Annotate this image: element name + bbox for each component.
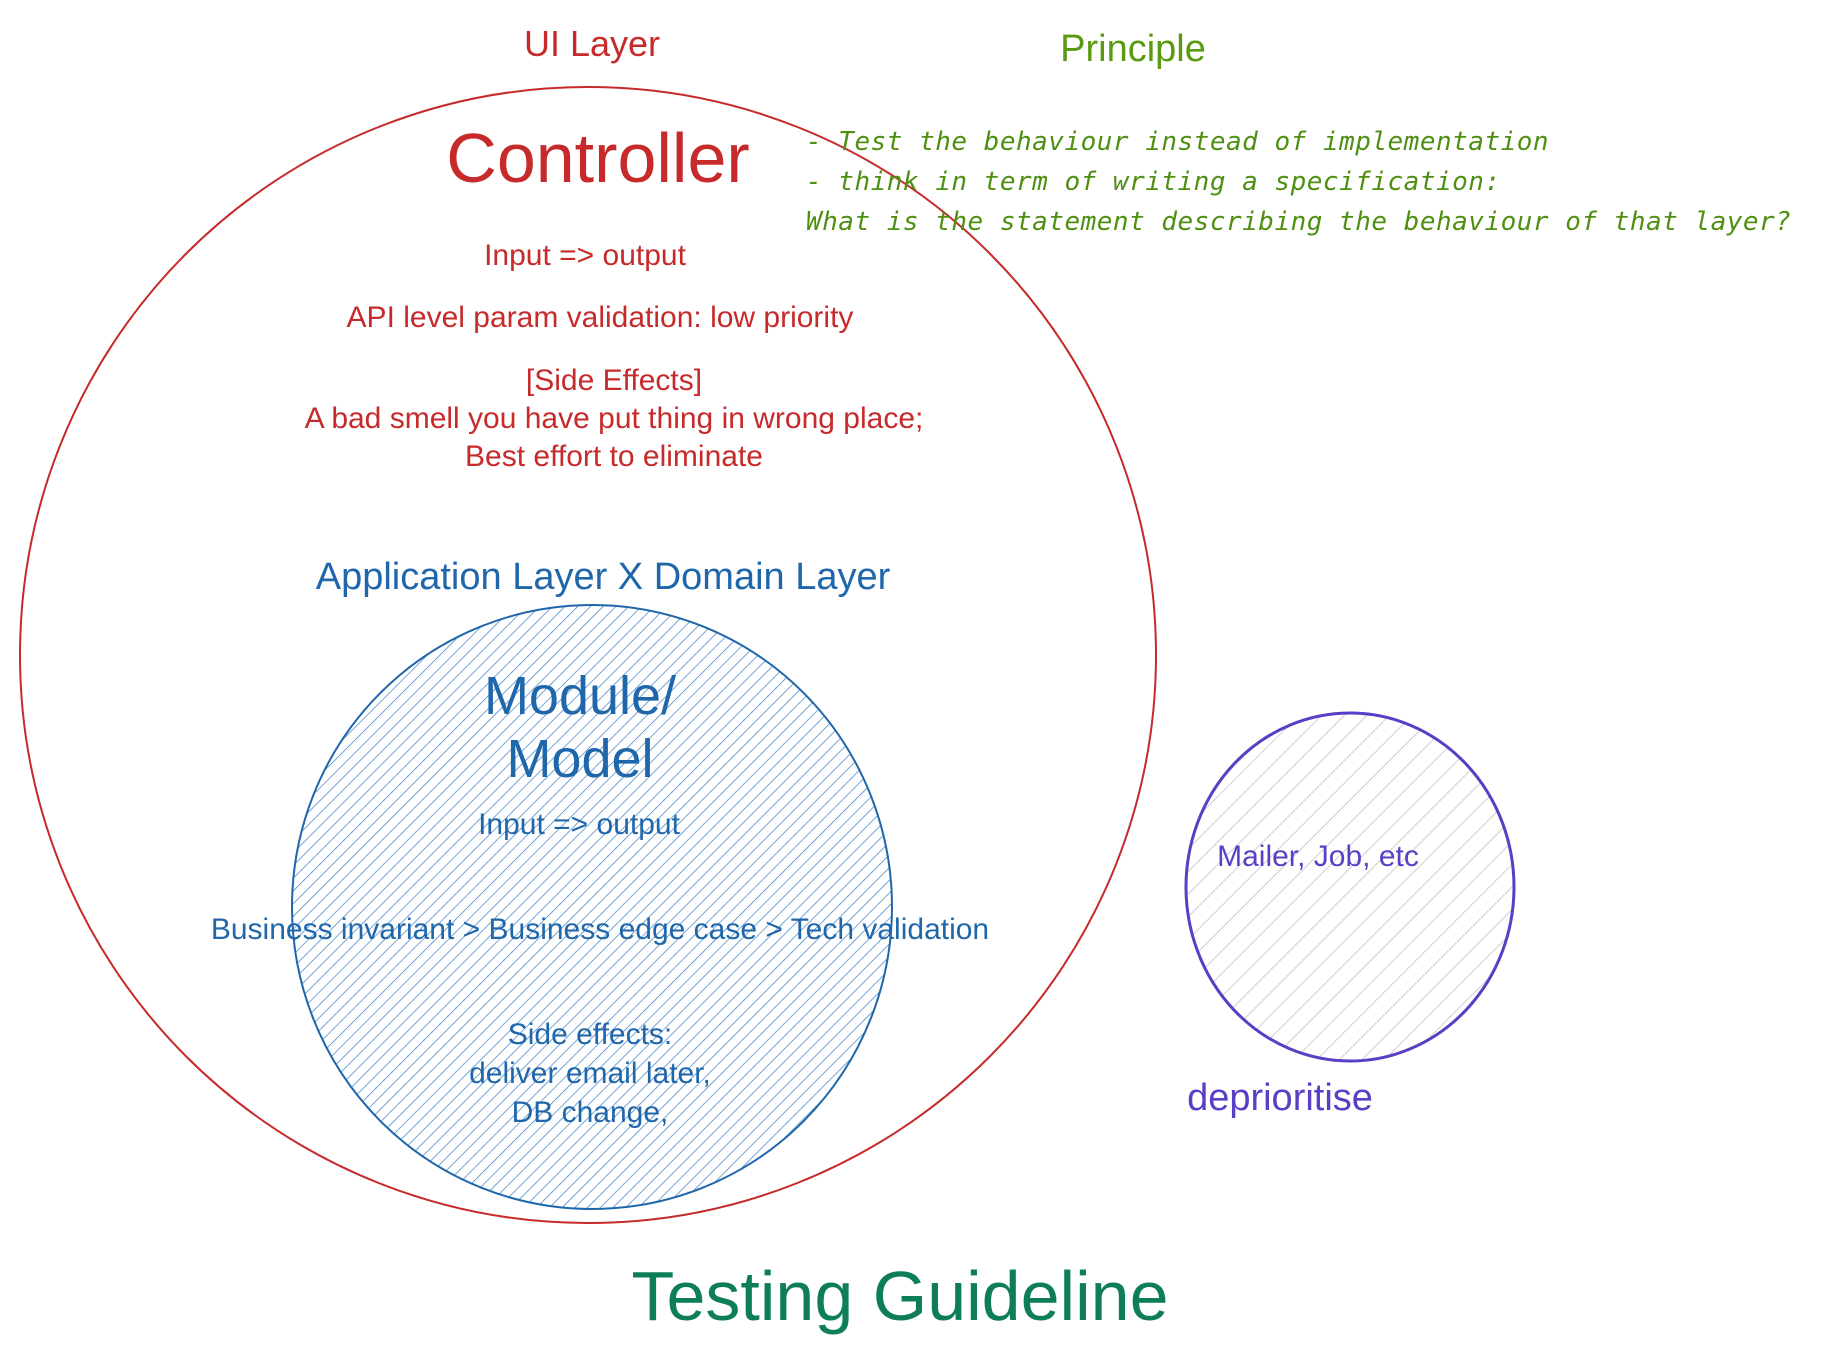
controller-side-effects-heading: [Side Effects] [526,364,702,397]
principle-heading: Principle [1060,28,1206,70]
module-io-note: Input => output [478,808,681,841]
page-title: Testing Guideline [632,1257,1169,1335]
module-priority-note: Business invariant > Business edge case … [211,913,989,946]
controller-validation-note: API level param validation: low priority [347,301,854,334]
module-model-title-line1: Module/ [484,666,676,726]
deprioritise-circle [1184,711,1516,1063]
controller-title: Controller [446,119,749,197]
app-domain-layer-heading: Application Layer X Domain Layer [316,556,891,598]
deprioritise-label: deprioritise [1187,1077,1373,1119]
principle-line2: - think in term of writing a specificati… [806,167,1501,197]
module-side-effects-heading: Side effects: [508,1018,673,1051]
module-model-title-line2: Model [506,729,653,789]
module-side-effects-line2: DB change, [512,1096,669,1129]
module-model-circle [291,604,893,1210]
controller-io-note: Input => output [484,239,687,272]
ui-layer-circle [19,86,1157,1224]
principle-line1: - Test the behaviour instead of implemen… [806,127,1549,157]
ui-layer-heading: UI Layer [524,23,660,64]
module-side-effects-line1: deliver email later, [469,1057,711,1090]
controller-side-effects-line2: Best effort to eliminate [465,440,763,473]
principle-line3: What is the statement describing the beh… [806,207,1791,237]
controller-side-effects-line1: A bad smell you have put thing in wrong … [305,402,924,435]
deprioritise-content: Mailer, Job, etc [1217,840,1419,873]
